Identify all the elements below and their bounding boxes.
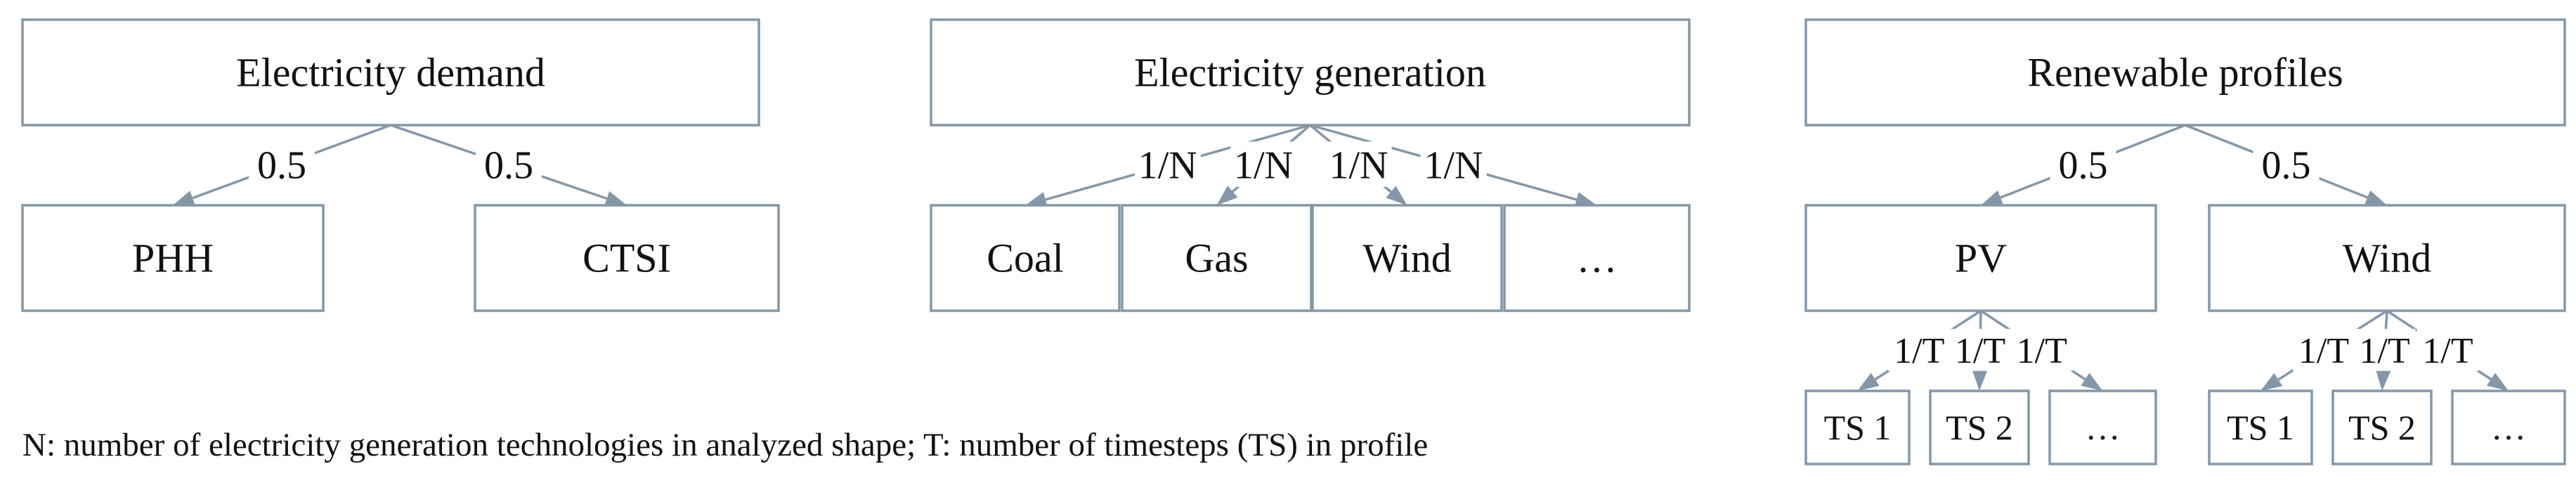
node-electricity-demand: Electricity demand	[21, 18, 760, 127]
edge-wind-ts-1-weight: 1/T	[2298, 331, 2349, 371]
node-electricity-generation-wind-label: Wind	[1362, 236, 1452, 281]
edge-pv-more-weight: 1/T	[2017, 331, 2067, 371]
node-electricity-demand-ctsi: CTSI	[474, 204, 780, 312]
node-renewable-profiles-wind-more: …	[2451, 389, 2566, 465]
node-electricity-generation-wind: Wind	[1311, 204, 1503, 312]
node-renewable-profiles-pv-label: PV	[1955, 236, 2007, 281]
node-renewable-profiles-pv-more-label: …	[2086, 408, 2121, 447]
node-electricity-generation: Electricity generation	[930, 18, 1691, 127]
edge-electricity-generation-wind-weight: 1/N	[1329, 143, 1388, 187]
edge-renewable-profiles-pv-weight: 0.5	[2059, 143, 2108, 187]
node-electricity-generation-gas-label: Gas	[1185, 236, 1248, 281]
node-renewable-profiles-wind: Wind	[2208, 204, 2566, 312]
node-renewable-profiles-wind-more-label: …	[2491, 408, 2526, 447]
node-electricity-demand-phh-label: PHH	[132, 236, 214, 281]
node-electricity-generation-label: Electricity generation	[1134, 50, 1486, 96]
node-renewable-profiles-pv-ts-1-label: TS 1	[1824, 408, 1892, 447]
edge-renewable-profiles-wind-weight: 0.5	[2262, 143, 2311, 187]
node-electricity-generation-coal: Coal	[930, 204, 1121, 312]
node-electricity-demand-ctsi-label: CTSI	[583, 236, 671, 281]
node-electricity-demand-phh: PHH	[21, 204, 325, 312]
footnote: N: number of electricity generation tech…	[22, 427, 1428, 463]
node-renewable-profiles-pv-more: …	[2048, 389, 2157, 465]
node-renewable-profiles-pv: PV	[1804, 204, 2157, 312]
node-renewable-profiles-wind-ts-1: TS 1	[2208, 389, 2313, 465]
edge-pv-ts-2-weight: 1/T	[1955, 331, 2005, 371]
node-electricity-generation-more: …	[1503, 204, 1691, 312]
node-renewable-profiles-pv-ts-2: TS 2	[1929, 389, 2030, 465]
node-electricity-generation-more-label: …	[1577, 236, 1618, 281]
edge-pv-ts-1-weight: 1/T	[1894, 331, 1944, 371]
edge-wind-more-weight: 1/T	[2422, 331, 2473, 371]
node-renewable-profiles-pv-ts-1: TS 1	[1804, 389, 1911, 465]
node-renewable-profiles: Renewable profiles	[1804, 18, 2566, 127]
node-renewable-profiles-wind-label: Wind	[2343, 236, 2432, 281]
edge-electricity-demand-ctsi-weight: 0.5	[484, 143, 533, 187]
node-renewable-profiles-label: Renewable profiles	[2027, 50, 2343, 96]
node-electricity-demand-label: Electricity demand	[236, 50, 545, 96]
edge-electricity-generation-gas-weight: 1/N	[1234, 143, 1293, 187]
edge-electricity-demand-phh-weight: 0.5	[257, 143, 306, 187]
node-renewable-profiles-wind-ts-1-label: TS 1	[2227, 408, 2294, 447]
node-electricity-generation-gas: Gas	[1121, 204, 1313, 312]
node-electricity-generation-coal-label: Coal	[987, 236, 1064, 281]
node-renewable-profiles-pv-ts-2-label: TS 2	[1946, 408, 2013, 447]
edge-electricity-generation-more-weight: 1/N	[1424, 143, 1483, 187]
node-renewable-profiles-wind-ts-2-label: TS 2	[2348, 408, 2416, 447]
node-renewable-profiles-wind-ts-2: TS 2	[2331, 389, 2433, 465]
edge-electricity-generation-coal-weight: 1/N	[1138, 143, 1197, 187]
edge-wind-ts-2-weight: 1/T	[2359, 331, 2409, 371]
